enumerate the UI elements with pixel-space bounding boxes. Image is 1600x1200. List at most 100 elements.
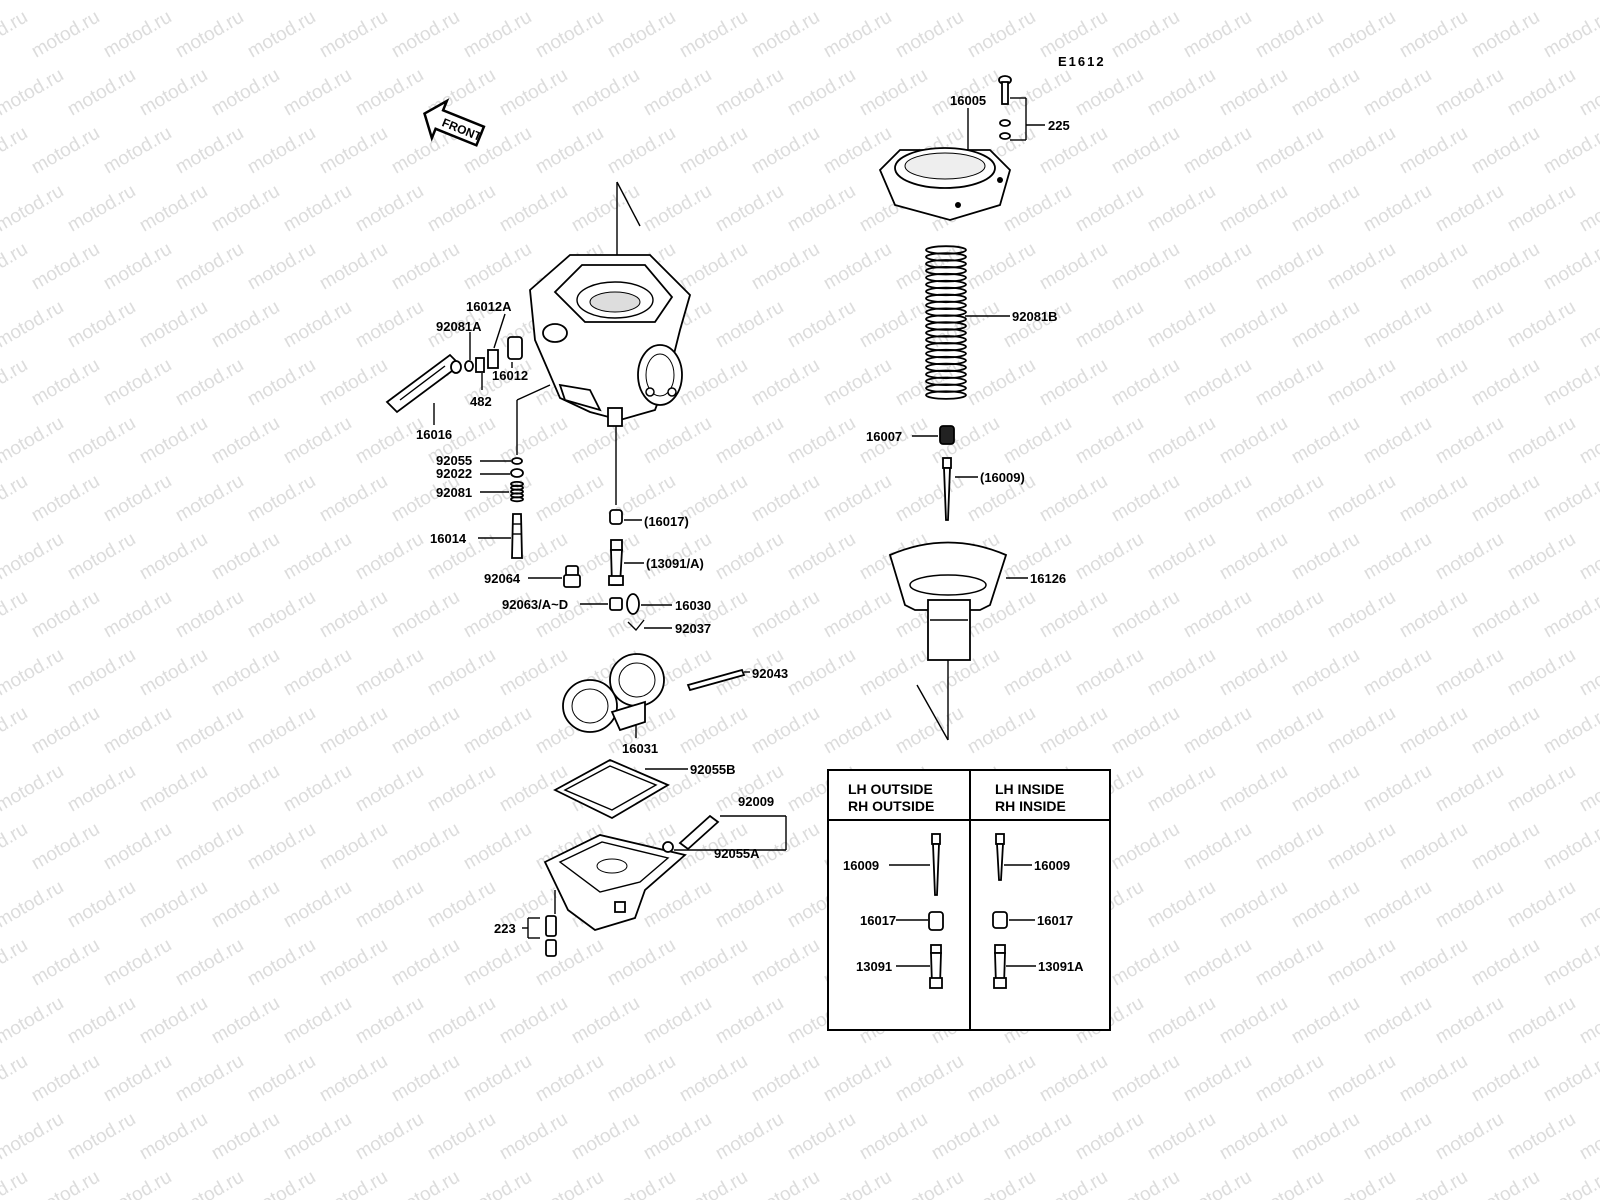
watermark-text: motod.ru [1072,413,1147,469]
watermark-text: motod.ru [640,0,715,4]
watermark-text: motod.ru [1108,1051,1183,1107]
watermark-text: motod.ru [604,587,679,643]
watermark-text: motod.ru [1216,645,1291,701]
watermark-text: motod.ru [244,1167,319,1200]
watermark-text: motod.ru [1180,123,1255,179]
watermark-text: motod.ru [64,297,139,353]
watermark-text: motod.ru [1252,1167,1327,1200]
watermark-text: motod.ru [1360,761,1435,817]
table-right-row-2: 13091A [1038,959,1084,974]
watermark-text: motod.ru [1000,0,1075,4]
watermark-text: motod.ru [1108,355,1183,411]
watermark-text: motod.ru [1108,587,1183,643]
watermark-text: motod.ru [0,529,67,585]
watermark-text: motod.ru [28,123,103,179]
watermark-text: motod.ru [388,7,463,63]
watermark-text: motod.ru [1216,993,1291,1049]
watermark-text: motod.ru [928,1109,1003,1165]
watermark-text: motod.ru [280,993,355,1049]
spring-coil [510,496,524,503]
watermark-text: motod.ru [676,703,751,759]
watermark-text: motod.ru [460,703,535,759]
watermark-text: motod.ru [1360,645,1435,701]
watermark-text: motod.ru [1216,0,1291,4]
watermark-text: motod.ru [784,65,859,121]
watermark-text: motod.ru [100,703,175,759]
watermark-text: motod.ru [1504,65,1579,121]
watermark-text: motod.ru [1360,181,1435,237]
watermark-text: motod.ru [1504,0,1579,4]
watermark-text: motod.ru [748,1167,823,1200]
watermark-text: motod.ru [1252,471,1327,527]
watermark-text: motod.ru [748,355,823,411]
watermark-text: motod.ru [820,1051,895,1107]
label-92081: 92081 [436,485,472,500]
starter-plunger-spring [510,481,524,503]
watermark-text: motod.ru [496,413,571,469]
watermark-text: motod.ru [244,935,319,991]
watermark-text: motod.ru [1144,65,1219,121]
watermark-text: motod.ru [964,355,1039,411]
watermark-text: motod.ru [460,819,535,875]
watermark-text: motod.ru [100,1167,175,1200]
watermark-text: motod.ru [1000,413,1075,469]
label-16030: 16030 [675,598,711,613]
watermark-text: motod.ru [496,993,571,1049]
watermark-text: motod.ru [496,0,571,4]
watermark-text: motod.ru [964,1051,1039,1107]
watermark-text: motod.ru [0,587,31,643]
watermark-text: motod.ru [1108,703,1183,759]
watermark-text: motod.ru [0,761,67,817]
watermark-text: motod.ru [1324,703,1399,759]
watermark-text: motod.ru [1468,587,1543,643]
watermark-text: motod.ru [1180,935,1255,991]
watermark-text: motod.ru [1504,993,1579,1049]
watermark-text: motod.ru [460,7,535,63]
watermark-text: motod.ru [1180,471,1255,527]
watermark-text: motod.ru [352,761,427,817]
top-cover-screw [998,75,1012,140]
watermark-text: motod.ru [784,645,859,701]
watermark-text: motod.ru [64,761,139,817]
watermark-text: motod.ru [1144,761,1219,817]
watermark-text: motod.ru [1468,1051,1543,1107]
watermark-text: motod.ru [208,529,283,585]
float-bowl-gasket [553,759,670,820]
watermark-text: motod.ru [1180,703,1255,759]
watermark-text: motod.ru [1288,413,1363,469]
watermark-text: motod.ru [352,297,427,353]
watermark-text: motod.ru [1360,0,1435,4]
watermark-text: motod.ru [1432,529,1507,585]
vacuum-piston-spring [925,245,967,400]
watermark-text: motod.ru [604,123,679,179]
watermark-text: motod.ru [1324,935,1399,991]
watermark-text: motod.ru [460,1167,535,1200]
watermark-text: motod.ru [604,935,679,991]
watermark-text: motod.ru [1072,645,1147,701]
label-225: 225 [1048,118,1070,133]
watermark-text: motod.ru [820,355,895,411]
watermark-text: motod.ru [352,181,427,237]
watermark-text: motod.ru [748,1051,823,1107]
watermark-text: motod.ru [172,1167,247,1200]
main-jet [609,597,623,611]
watermark-text: motod.ru [1396,355,1471,411]
watermark-text: motod.ru [676,123,751,179]
watermark-text: motod.ru [208,1109,283,1165]
watermark-text: motod.ru [100,239,175,295]
label-92009: 92009 [738,794,774,809]
watermark-text: motod.ru [136,413,211,469]
watermark-text: motod.ru [856,297,931,353]
watermark-text: motod.ru [1216,529,1291,585]
watermark-text: motod.ru [244,819,319,875]
watermark-text: motod.ru [172,471,247,527]
jet-needle [942,457,952,521]
watermark-text: motod.ru [1540,471,1600,527]
watermark-text: motod.ru [208,297,283,353]
watermark-text: motod.ru [568,1109,643,1165]
watermark-text: motod.ru [712,181,787,237]
watermark-text: motod.ru [64,645,139,701]
watermark-text: motod.ru [1396,1051,1471,1107]
watermark-text: motod.ru [280,645,355,701]
watermark-text: motod.ru [352,645,427,701]
